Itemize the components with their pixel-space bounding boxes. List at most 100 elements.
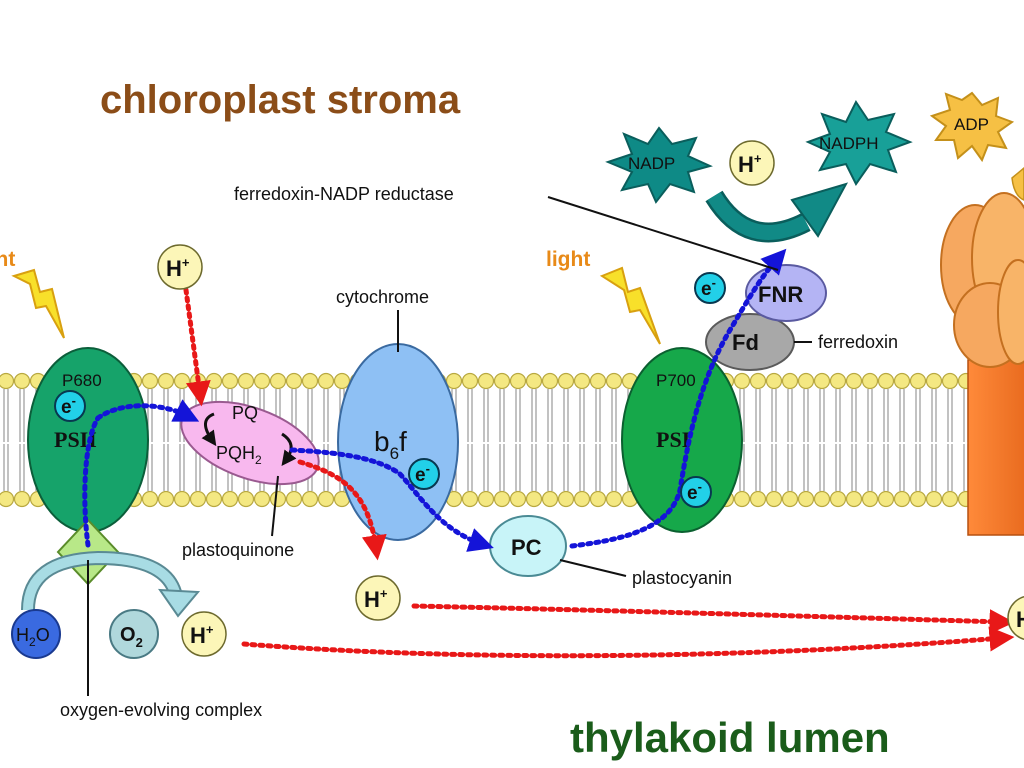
nadph-burst-shape — [805, 100, 913, 186]
proton-label: H+ — [738, 151, 762, 177]
lipid-head — [589, 372, 607, 390]
pqh2-main: PQH — [216, 443, 255, 463]
lipid-head — [893, 372, 911, 390]
lipid-tail — [883, 389, 889, 442]
lipid-head — [301, 490, 319, 508]
lipid-head — [605, 372, 623, 390]
lipid-tail — [163, 444, 169, 491]
nadp-reduction-arrowhead — [790, 182, 849, 238]
lipid-head — [13, 372, 31, 390]
lipid-tail — [531, 444, 537, 491]
lipid-tail — [819, 389, 825, 442]
lipid-head — [205, 490, 223, 508]
light-label-psi: light — [546, 248, 590, 271]
lipid-head — [509, 372, 527, 390]
b6f-sub: 6 — [390, 444, 399, 463]
plastoquinone-callout: plastoquinone — [182, 540, 294, 560]
proton-token-lumen-atp-synthase: H — [1007, 596, 1024, 640]
lipid-head — [573, 372, 591, 390]
lipid-head — [541, 490, 559, 508]
lipid-head — [205, 372, 223, 390]
water-sub: 2 — [29, 635, 36, 649]
lipid-head — [333, 372, 351, 390]
electron-path-psii-oec — [82, 415, 101, 548]
lipid-head — [477, 372, 495, 390]
electron-label: e- — [61, 393, 76, 418]
proton-token-lumen-pq: H+ — [355, 575, 401, 621]
nadp-molecule: NADP — [605, 126, 713, 204]
water-label: H2O — [16, 625, 50, 649]
lipid-head — [461, 490, 479, 508]
proton-label: H+ — [190, 622, 214, 648]
proton-letter: H — [1016, 607, 1024, 632]
lipid-head — [317, 372, 335, 390]
plastocyanin-leader — [559, 559, 627, 577]
water-circle — [11, 609, 61, 659]
lipid-tail — [579, 389, 585, 442]
water-o: O — [36, 625, 50, 645]
proton-label: H+ — [166, 255, 190, 281]
proton-charge: + — [206, 622, 214, 637]
proton-letter: H — [364, 587, 380, 612]
proton-circle — [157, 244, 203, 290]
electron-charge: - — [72, 393, 76, 408]
lipid-tail — [787, 444, 793, 491]
light-label-psii: light — [0, 248, 15, 271]
lipid-head — [285, 490, 303, 508]
electron-letter: e — [687, 483, 698, 504]
lipid-head — [877, 372, 895, 390]
nadp-burst-shape — [605, 126, 713, 204]
oxygen-circle — [109, 609, 159, 659]
lipid-tail — [163, 389, 169, 442]
lipid-head — [941, 372, 959, 390]
lipid-tail — [579, 444, 585, 491]
thylakoid-membrane — [0, 372, 1024, 508]
electron-circle — [694, 272, 726, 304]
lipid-head — [13, 490, 31, 508]
electron-token-b6f: e- — [408, 458, 440, 490]
lipid-head — [157, 490, 175, 508]
lipid-tail — [931, 444, 937, 491]
pqh2-label: PQH2 — [216, 443, 262, 467]
lipid-head — [797, 372, 815, 390]
proton-path-lumen-lower — [241, 626, 1015, 659]
lipid-head — [173, 490, 191, 508]
water-h: H — [16, 625, 29, 645]
lipid-tail — [947, 389, 953, 442]
lipid-head — [861, 372, 879, 390]
oxygen-o: O — [120, 624, 136, 646]
lipid-tail — [323, 389, 329, 442]
electron-transport-path — [82, 248, 787, 552]
lipid-head — [813, 372, 831, 390]
lipid-tail — [915, 444, 921, 491]
lightning-bolt-icon — [599, 266, 661, 345]
lipid-head — [461, 372, 479, 390]
proton-circle — [355, 575, 401, 621]
pc-label: PC — [511, 535, 542, 560]
proton-token-stroma-nadp: H+ — [729, 140, 775, 186]
nadp-label: NADP — [628, 154, 675, 173]
lumen-title: thylakoid lumen — [570, 714, 890, 761]
cytochrome-callout: cytochrome — [336, 287, 429, 307]
lipid-tail — [595, 444, 601, 491]
electron-path-pc-psi — [569, 248, 787, 549]
lipid-head — [477, 490, 495, 508]
adp-molecule: ADP — [929, 91, 1015, 163]
electron-token-fnr: e- — [694, 272, 726, 304]
stroma-title: chloroplast stroma — [100, 78, 461, 122]
psi-complex: P700 PSI — [621, 347, 743, 533]
lipid-head — [301, 372, 319, 390]
lipid-head — [269, 490, 287, 508]
lipid-tail — [851, 389, 857, 442]
psi-label: PSI — [656, 427, 690, 452]
lipid-tail — [787, 389, 793, 442]
lipid-tail — [467, 444, 473, 491]
lipid-head — [925, 490, 943, 508]
electron-letter: e — [701, 279, 712, 300]
lipid-head — [845, 372, 863, 390]
lipid-head — [445, 372, 463, 390]
plastocyanin-complex: PC — [489, 515, 567, 577]
lipid-tail — [915, 389, 921, 442]
lipid-tail — [803, 389, 809, 442]
